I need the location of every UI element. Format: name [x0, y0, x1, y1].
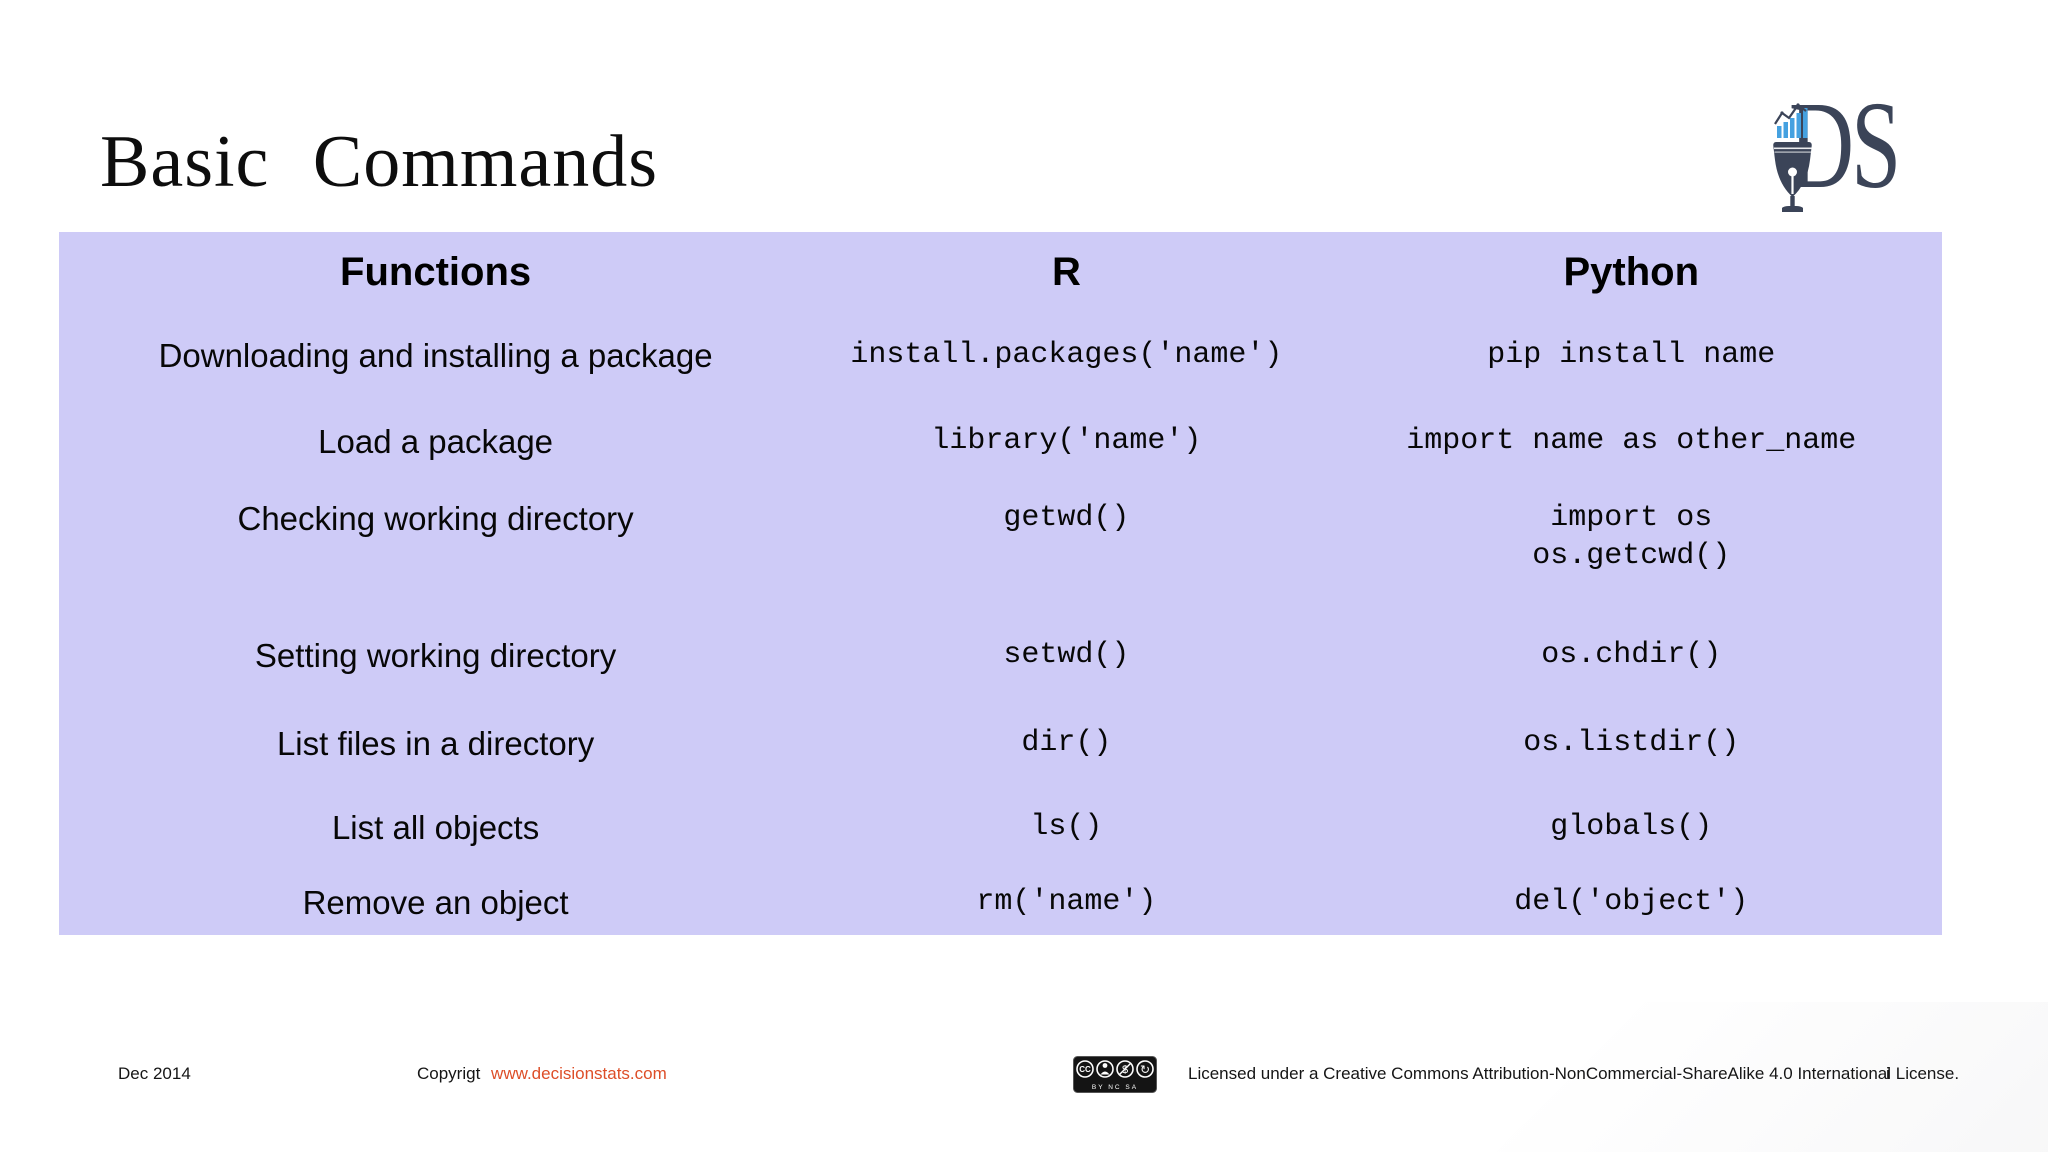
- commands-table: Functions R Python Downloading and insta…: [59, 232, 1942, 935]
- svg-text:↻: ↻: [1140, 1063, 1150, 1077]
- function-cell: List files in a directory: [276, 725, 595, 762]
- python-command-cell: import name as other_name: [1406, 424, 1857, 459]
- function-cell: Checking working directory: [237, 500, 634, 537]
- pen-chart-icon: [1773, 103, 1812, 212]
- column-header-r: R: [1051, 249, 1081, 294]
- python-command-cell: os.chdir(): [1541, 638, 1722, 673]
- page-title: Basic Commands: [100, 121, 659, 203]
- pen-nib-icon: [1773, 142, 1812, 212]
- r-command-cell: rm('name'): [976, 884, 1157, 919]
- r-command-cell: ls(): [1030, 810, 1103, 845]
- python-command-cell: os.listdir(): [1523, 726, 1740, 761]
- python-command-cell: pip install name: [1487, 338, 1776, 373]
- decisionstats-link[interactable]: www.decisionstats.com: [491, 1064, 667, 1083]
- function-cell: Downloading and installing a package: [158, 337, 713, 374]
- python-command-cell: del('object'): [1514, 884, 1749, 919]
- decisionstats-logo: DS: [1765, 84, 1945, 218]
- function-cell: Remove an object: [302, 883, 569, 921]
- cc-icon: CC: [1076, 1060, 1094, 1078]
- r-command-cell: install.packages('name'): [850, 338, 1283, 373]
- function-cell: Load a package: [318, 423, 554, 460]
- noncommercial-dollar-icon: $: [1116, 1060, 1134, 1078]
- python-command-cell: globals(): [1550, 810, 1713, 845]
- footer-date: Dec 2014: [118, 1064, 191, 1083]
- bar-chart-icon: [1774, 103, 1808, 138]
- cc-license-badge-icon[interactable]: CC $ ↻ BY NC SA: [1073, 1056, 1157, 1093]
- r-command-cell: setwd(): [1003, 638, 1130, 673]
- r-command-cell: library('name'): [931, 424, 1202, 459]
- column-header-functions: Functions: [340, 249, 532, 294]
- function-cell: List all objects: [331, 809, 540, 846]
- page-number: i: [1886, 1064, 1890, 1083]
- copyright-label: Copyrigt: [417, 1064, 481, 1083]
- svg-text:CC: CC: [1079, 1065, 1091, 1074]
- footer-copyright: Copyrigt www.decisionstats.com: [417, 1064, 667, 1084]
- svg-text:$: $: [1122, 1064, 1128, 1076]
- cc-badge-labels: BY NC SA: [1092, 1084, 1138, 1091]
- license-text: Licensed under a Creative Commons Attrib…: [1188, 1064, 1960, 1083]
- r-command-cell: getwd(): [1003, 501, 1130, 535]
- sharealike-arrow-icon: ↻: [1136, 1060, 1154, 1078]
- function-cell: Setting working directory: [254, 637, 617, 674]
- python-command-cell: import os os.getcwd(): [1532, 501, 1731, 573]
- attribution-person-icon: [1096, 1060, 1114, 1078]
- r-command-cell: dir(): [1021, 726, 1112, 761]
- column-header-python: Python: [1563, 249, 1700, 294]
